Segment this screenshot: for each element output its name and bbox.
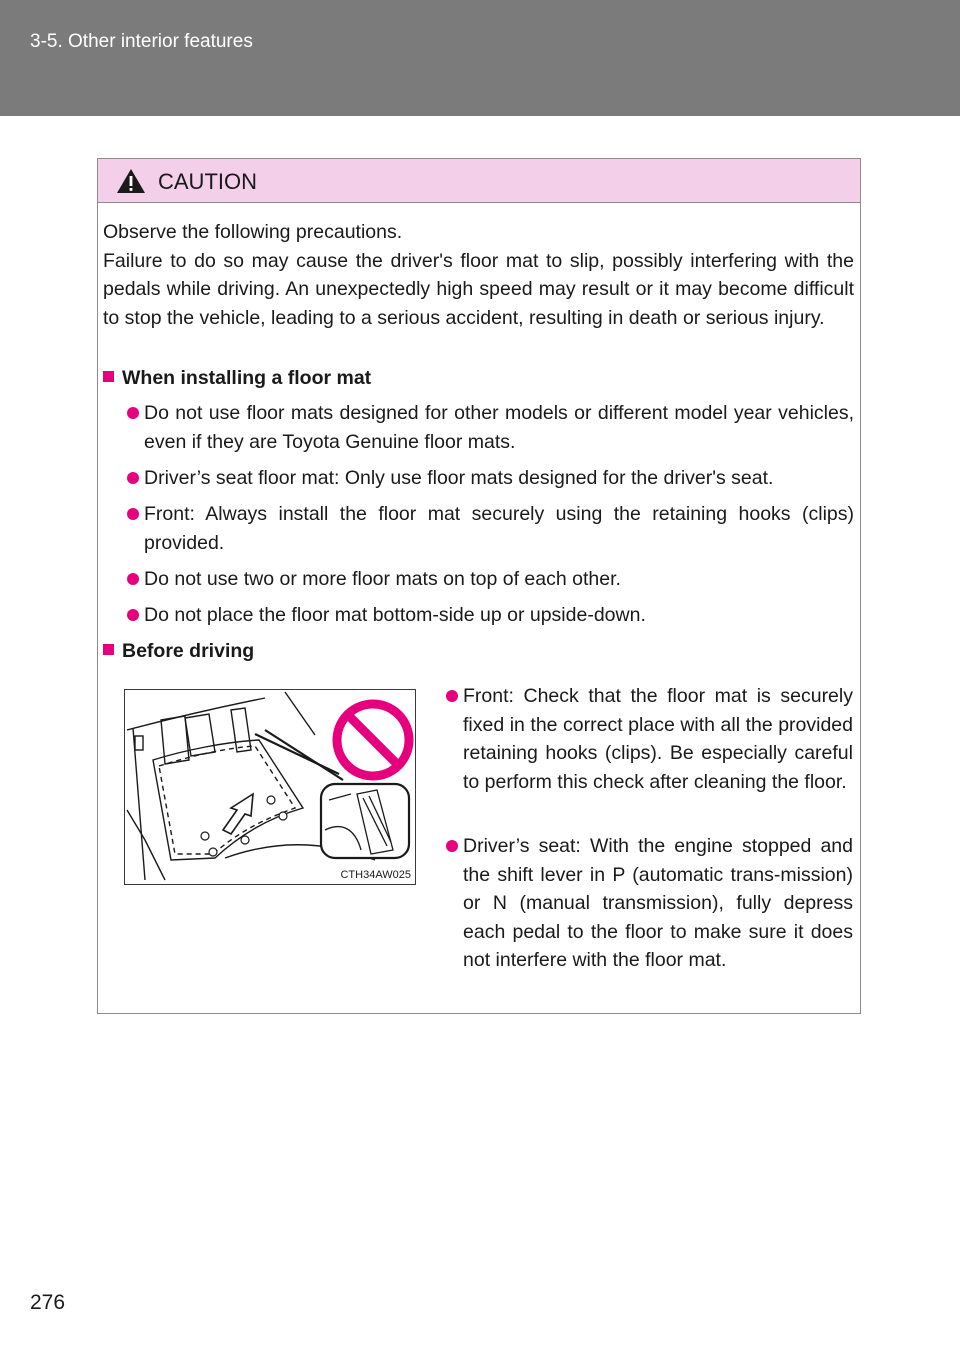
intro-line: Failure to do so may cause the driver's … — [103, 249, 854, 329]
round-bullet-icon — [127, 609, 139, 621]
square-bullet-icon — [103, 371, 114, 382]
caution-box: CAUTION Observe the following precaution… — [97, 158, 861, 1014]
list-item: Front: Check that the floor mat is secur… — [443, 682, 853, 796]
section-title: 3-5. Other interior features — [30, 31, 253, 52]
list-item-text: Do not use two or more floor mats on top… — [144, 568, 621, 590]
list-item-text: Front: Check that the floor mat is secur… — [463, 685, 853, 793]
page-header: 3-5. Other interior features — [0, 0, 960, 116]
caution-title: CAUTION — [158, 169, 257, 194]
section-heading: When installing a floor mat — [103, 367, 371, 390]
floor-mat-drawing — [126, 691, 414, 881]
caution-header: CAUTION — [98, 159, 860, 203]
list-item-text: Front: Always install the floor mat secu… — [144, 503, 854, 554]
round-bullet-icon — [127, 573, 139, 585]
page-number: 276 — [30, 1291, 66, 1314]
list-item: Front: Always install the floor mat secu… — [124, 500, 854, 557]
section-heading: Before driving — [103, 640, 254, 663]
list-item: Do not place the floor mat bottom-side u… — [124, 601, 854, 630]
list-item-text: Driver’s seat floor mat: Only use floor … — [144, 467, 774, 489]
list-item: Driver’s seat floor mat: Only use floor … — [124, 464, 854, 493]
list-item: Do not use two or more floor mats on top… — [124, 565, 854, 594]
list-item-text: Driver’s seat: With the engine stopped a… — [463, 835, 853, 972]
list-item-text: Do not use floor mats designed for other… — [144, 402, 854, 453]
list-item: Do not use floor mats designed for other… — [124, 399, 854, 456]
round-bullet-icon — [446, 840, 458, 852]
figure-code: CTH34AW025 — [340, 869, 411, 881]
list-item: Driver’s seat: With the engine stopped a… — [443, 832, 853, 975]
floor-mat-illustration: CTH34AW025 — [124, 689, 416, 885]
round-bullet-icon — [127, 472, 139, 484]
round-bullet-icon — [446, 690, 458, 702]
section-heading-text: Before driving — [122, 640, 255, 662]
list-item-text: Do not place the floor mat bottom-side u… — [144, 604, 646, 626]
round-bullet-icon — [127, 508, 139, 520]
warning-triangle-icon — [117, 169, 145, 193]
section-heading-text: When installing a floor mat — [122, 367, 372, 389]
intro-line: Observe the following precautions. — [103, 221, 403, 243]
round-bullet-icon — [127, 407, 139, 419]
square-bullet-icon — [103, 644, 114, 655]
caution-intro: Observe the following precautions. Failu… — [103, 218, 854, 332]
